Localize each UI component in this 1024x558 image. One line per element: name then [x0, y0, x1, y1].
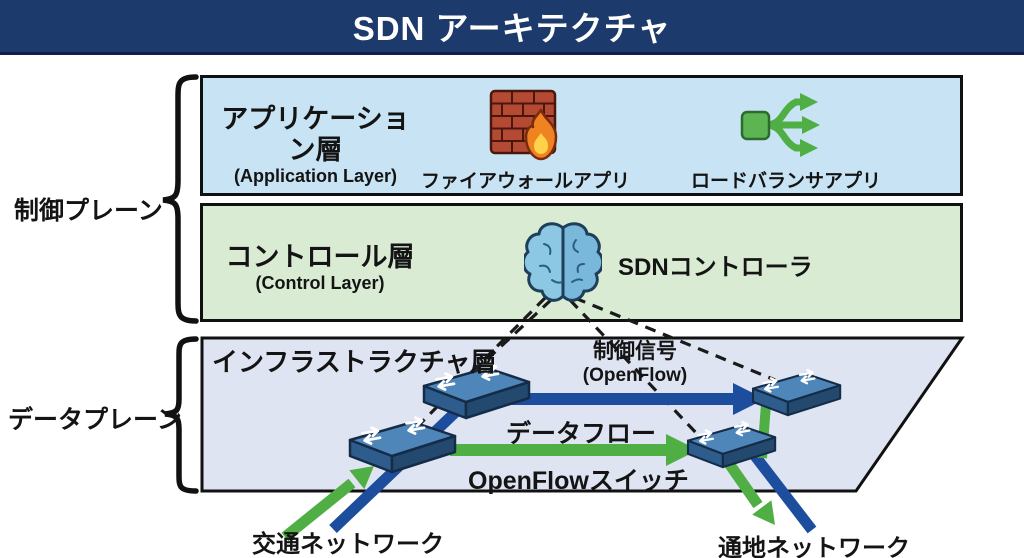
network-switch-icon — [753, 369, 840, 415]
page-title: SDN アーキテクチャ — [352, 10, 672, 47]
network-switch-icon — [688, 421, 775, 467]
load-balancer-app-label: ロードバランサアプリ — [691, 171, 882, 192]
control-layer-subtitle: (Control Layer) — [255, 273, 385, 294]
control-plane-label: 制御プレーン — [14, 197, 163, 225]
control-signal-sub-label: (OpenFlow) — [582, 365, 688, 387]
infrastructure-layer-title: インフラストラクチャ層 — [212, 347, 497, 377]
data-plane-label: データプレーン — [8, 406, 182, 434]
load-balancer-icon — [740, 93, 820, 157]
right-network-label: 通地ネットワーク — [718, 535, 910, 558]
network-switch-icon — [350, 416, 455, 472]
sdn-controller-label: SDNコントローラ — [618, 254, 813, 281]
application-layer-title: アプリケーション層 — [221, 104, 410, 166]
control-signal-arrow — [500, 383, 765, 415]
control-layer-title: コントロール層 — [225, 242, 415, 272]
title-bar: SDN アーキテクチャ — [0, 0, 1024, 55]
data-flow-label: データフロー — [506, 420, 657, 448]
application-layer-box: アプリケーション層 (Application Layer) — [200, 75, 963, 196]
application-layer-subtitle: (Application Layer) — [233, 166, 398, 187]
control-plane-brace — [162, 74, 199, 324]
control-signal-label: 制御信号 (OpenFlow) — [582, 340, 688, 387]
left-network-label: 交通ネットワーク — [252, 531, 444, 558]
sdn-controller-brain-icon — [524, 222, 602, 302]
firewall-app-label: ファイアウォールアプリ — [421, 171, 631, 192]
firewall-icon — [489, 89, 558, 161]
openflow-switch-label: OpenFlowスイッチ — [468, 467, 689, 495]
